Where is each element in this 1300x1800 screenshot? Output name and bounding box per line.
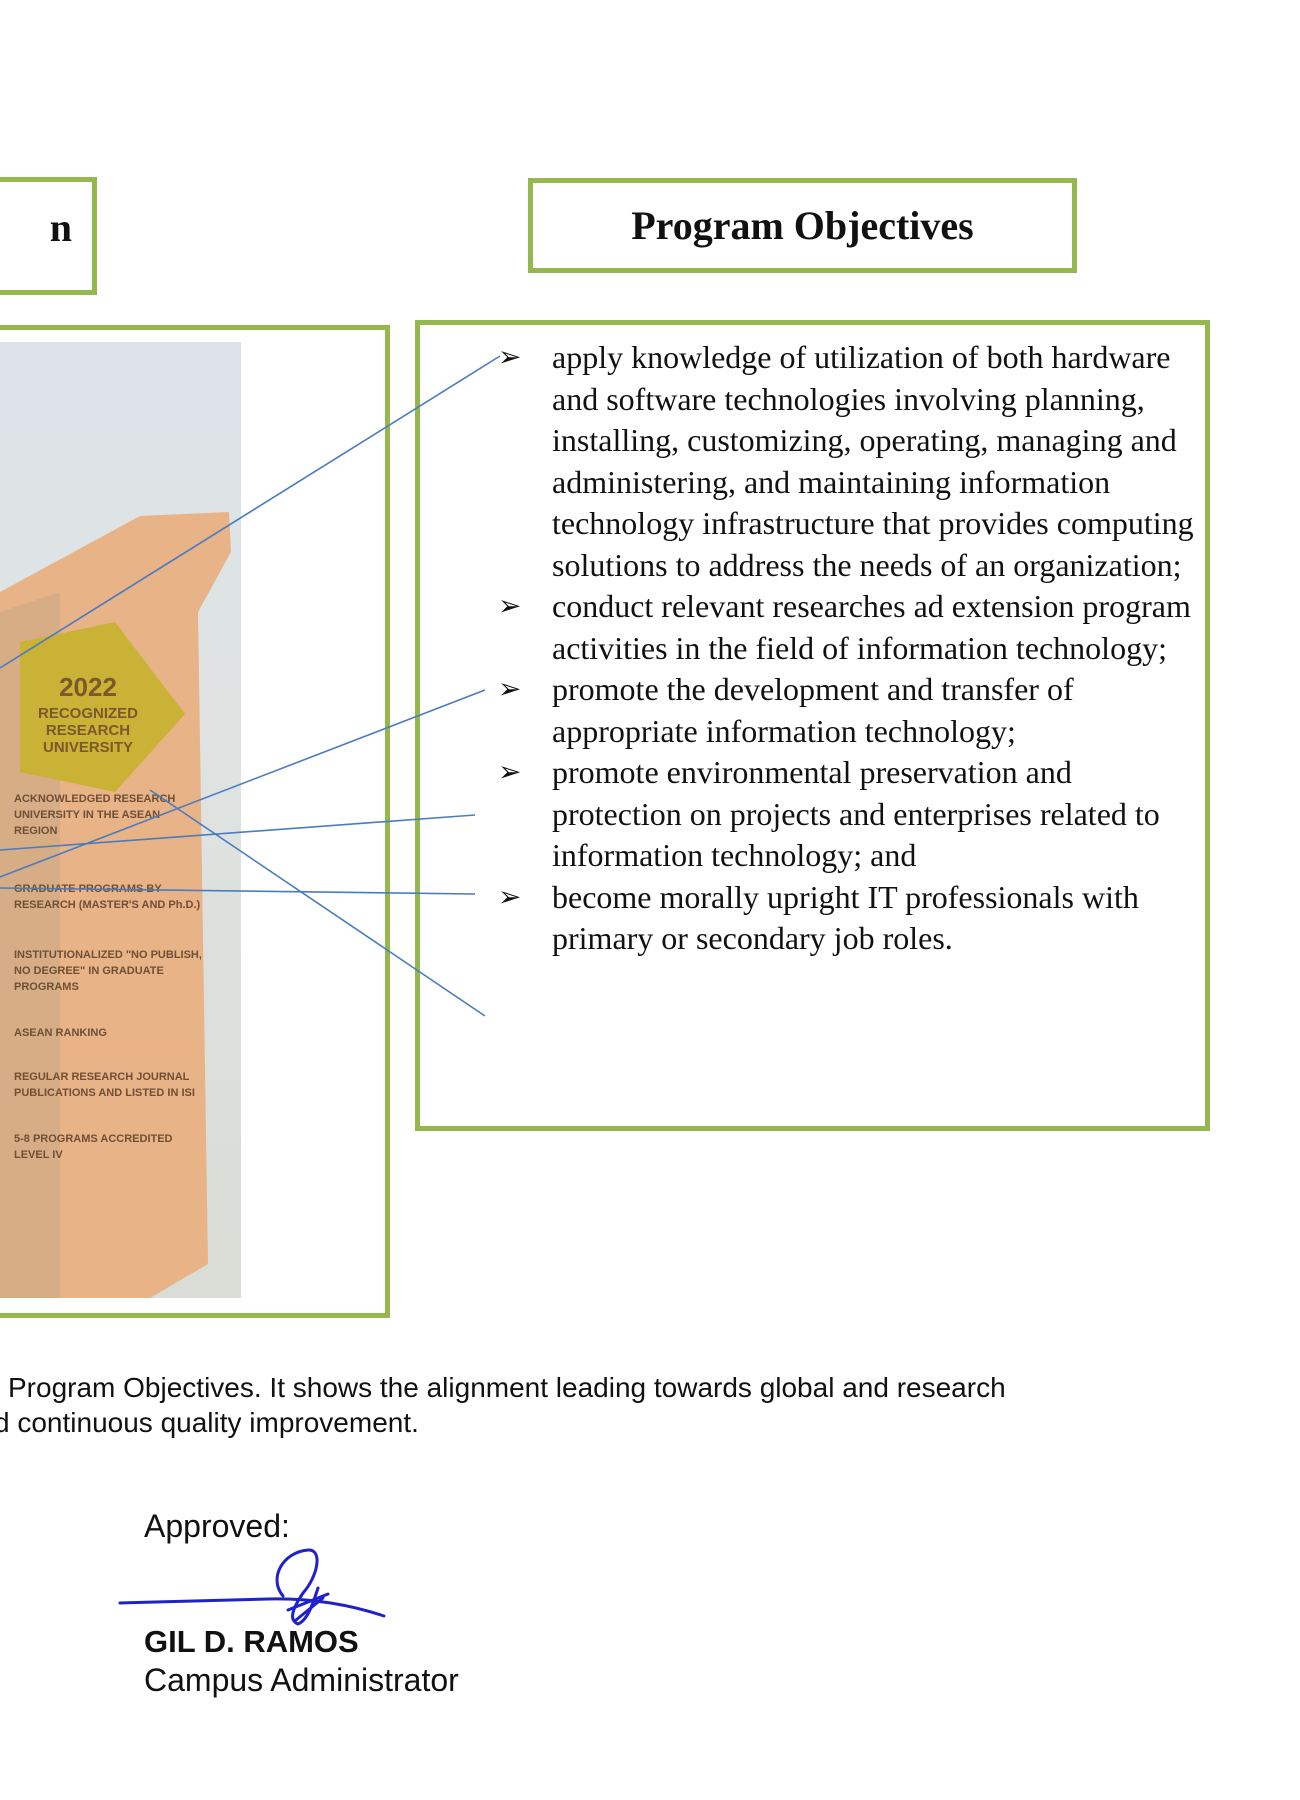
badge-year: 2022 — [59, 672, 117, 702]
objective-item: ➢ become morally upright IT professional… — [498, 877, 1198, 960]
poster-item-text: LEVEL IV — [14, 1149, 63, 1161]
arrow-bullet-icon: ➢ — [498, 674, 522, 705]
poster-item-text: PUBLICATIONS AND LISTED IN ISI — [14, 1087, 195, 1099]
left-header-text: n — [49, 205, 72, 250]
signature-stroke — [118, 1597, 386, 1618]
objective-item: ➢ promote environmental preservation and… — [498, 752, 1198, 877]
poster-photo: 2022 RECOGNIZED RESEARCH UNIVERSITY ACKN… — [0, 512, 231, 1298]
signature — [118, 1548, 386, 1626]
poster-item-text: NO DEGREE" IN GRADUATE — [14, 965, 164, 977]
caption-line: l Program Objectives. It shows the align… — [0, 1372, 1006, 1403]
arrow-bullet-icon: ➢ — [498, 881, 522, 913]
poster-item-text: PROGRAMS — [14, 981, 79, 993]
approved-label: Approved: — [144, 1508, 290, 1544]
signatory-name: GIL D. RAMOS — [144, 1624, 359, 1659]
caption-line: d continuous quality improvement. — [0, 1407, 419, 1438]
poster-item-text: ACKNOWLEDGED RESEARCH — [14, 793, 175, 805]
poster-item-text: GRADUATE PROGRAMS BY — [14, 883, 162, 895]
objective-text: promote environmental preservation and p… — [552, 754, 1160, 873]
objective-item: ➢ apply knowledge of utilization of both… — [498, 337, 1198, 586]
objective-item: ➢ promote the development and transfer o… — [498, 669, 1198, 752]
poster-item-text: REGION — [14, 825, 57, 837]
poster-item-text: RESEARCH (MASTER'S AND Ph.D.) — [14, 899, 200, 911]
program-objectives-title: Program Objectives — [631, 203, 974, 248]
objective-text: become morally upright IT professionals … — [552, 878, 1139, 957]
figure-caption: l Program Objectives. It shows the align… — [0, 1370, 1194, 1440]
poster-item-text: 5-8 PROGRAMS ACCREDITED — [14, 1133, 173, 1145]
poster-item-text: UNIVERSITY IN THE ASEAN — [14, 809, 160, 821]
arrow-bullet-icon: ➢ — [498, 342, 522, 373]
badge-line: UNIVERSITY — [43, 739, 133, 756]
objective-text: promote the development and transfer of … — [552, 671, 1074, 749]
objective-text: conduct relevant researches ad extension… — [552, 588, 1191, 666]
signatory-title: Campus Administrator — [144, 1662, 459, 1698]
program-objectives-header: Program Objectives — [528, 178, 1077, 273]
poster-item-text: REGULAR RESEARCH JOURNAL — [14, 1071, 190, 1083]
objective-item: ➢ conduct relevant researches ad extensi… — [498, 586, 1198, 669]
signature-stroke — [275, 1548, 320, 1626]
poster-item-text: ASEAN RANKING — [14, 1027, 107, 1039]
arrow-bullet-icon: ➢ — [498, 591, 522, 622]
program-objectives-box — [415, 320, 1210, 1131]
left-header-box: n — [0, 177, 97, 295]
poster-item-text: INSTITUTIONALIZED "NO PUBLISH, — [14, 949, 202, 961]
signature-stroke — [286, 1592, 330, 1622]
badge-line: RESEARCH — [46, 722, 130, 739]
arrow-bullet-icon: ➢ — [498, 757, 522, 788]
objective-text: apply knowledge of utilization of both h… — [552, 339, 1194, 583]
badge-line: RECOGNIZED — [38, 705, 138, 722]
program-objectives-list: ➢ apply knowledge of utilization of both… — [498, 337, 1198, 960]
